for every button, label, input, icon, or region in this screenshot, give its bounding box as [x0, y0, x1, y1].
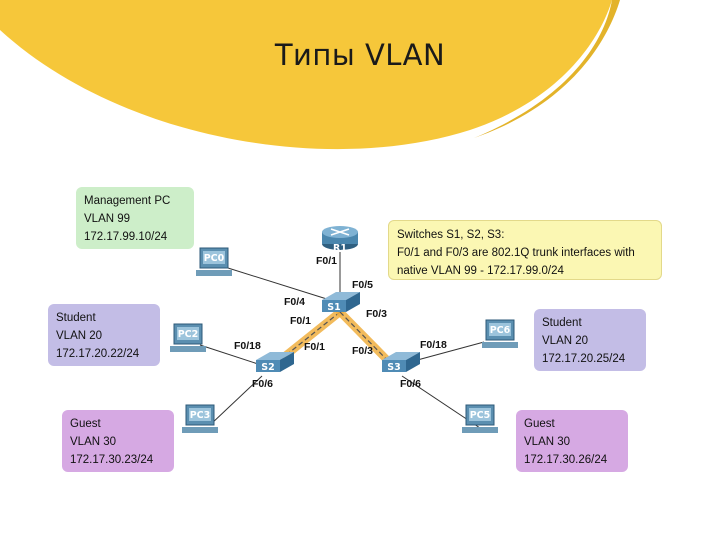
port-label-s3-f018: F0/18 — [420, 339, 447, 351]
pc5-icon[interactable] — [462, 404, 498, 433]
guest-left-vlan: VLAN 30 — [70, 436, 117, 448]
pc3-icon[interactable] — [182, 404, 218, 433]
port-label-s1-f01: F0/1 — [290, 315, 312, 327]
management-pc-box: Management PC VLAN 99 172.17.99.10/24 — [76, 187, 194, 249]
yellow-accent-shape — [0, 0, 612, 150]
pc2-icon[interactable] — [170, 323, 206, 352]
guest-left-box: Guest VLAN 30 172.17.30.23/24 — [62, 410, 174, 472]
pc0-label: PC0 — [204, 253, 225, 264]
student-right-ip: 172.17.20.25/24 — [542, 353, 626, 365]
switches-note-box: Switches S1, S2, S3: F0/1 and F0/3 are 8… — [388, 220, 662, 280]
port-label-s1-f03: F0/3 — [366, 308, 388, 320]
pc6-icon[interactable] — [482, 319, 518, 348]
pc5-label: PC5 — [470, 410, 491, 421]
note-line-3: native VLAN 99 - 172.17.99.0/24 — [397, 265, 564, 277]
port-label-r1-f01: F0/1 — [316, 255, 338, 267]
student-right-name: Student — [542, 317, 582, 329]
guest-left-name: Guest — [70, 418, 101, 430]
access-links — [199, 252, 485, 429]
page-title: Типы VLAN — [274, 38, 446, 72]
guest-right-vlan: VLAN 30 — [524, 436, 571, 448]
switch-s1-icon[interactable] — [322, 292, 360, 312]
note-line-2: F0/1 and F0/3 are 802.1Q trunk interface… — [397, 247, 635, 259]
pc6-label: PC6 — [490, 325, 511, 336]
pc0-icon[interactable] — [196, 247, 232, 276]
student-left-vlan: VLAN 20 — [56, 330, 103, 342]
port-label-s1-f04: F0/4 — [284, 296, 306, 308]
port-label-s2-f01: F0/1 — [304, 341, 326, 353]
guest-right-ip: 172.17.30.26/24 — [524, 454, 608, 466]
port-label-s3-f03: F0/3 — [352, 345, 374, 357]
guest-left-ip: 172.17.30.23/24 — [70, 454, 154, 466]
student-left-name: Student — [56, 312, 96, 324]
router-label: R1 — [333, 243, 347, 254]
guest-right-box: Guest VLAN 30 172.17.30.26/24 — [516, 410, 628, 472]
management-pc-ip: 172.17.99.10/24 — [84, 231, 168, 243]
switch-s3-icon[interactable] — [382, 352, 420, 372]
management-pc-vlan: VLAN 99 — [84, 213, 131, 225]
student-left-box: Student VLAN 20 172.17.20.22/24 — [48, 304, 160, 366]
switch-s3-label: S3 — [387, 362, 400, 373]
pc3-label: PC3 — [190, 410, 211, 421]
guest-right-name: Guest — [524, 418, 555, 430]
student-right-box: Student VLAN 20 172.17.20.25/24 — [534, 309, 646, 371]
student-right-vlan: VLAN 20 — [542, 335, 589, 347]
note-line-1: Switches S1, S2, S3: — [397, 229, 505, 241]
port-label-s1-f05: F0/5 — [352, 279, 374, 291]
management-pc-name: Management PC — [84, 195, 171, 207]
port-label-s3-f06: F0/6 — [400, 378, 422, 390]
router-r1-icon[interactable] — [322, 226, 358, 250]
student-left-ip: 172.17.20.22/24 — [56, 348, 140, 360]
switch-s2-label: S2 — [261, 362, 274, 373]
pc2-label: PC2 — [178, 329, 199, 340]
port-label-s2-f018: F0/18 — [234, 340, 261, 352]
switch-s2-icon[interactable] — [256, 352, 294, 372]
switch-s1-label: S1 — [327, 302, 340, 313]
port-label-s2-f06: F0/6 — [252, 378, 274, 390]
